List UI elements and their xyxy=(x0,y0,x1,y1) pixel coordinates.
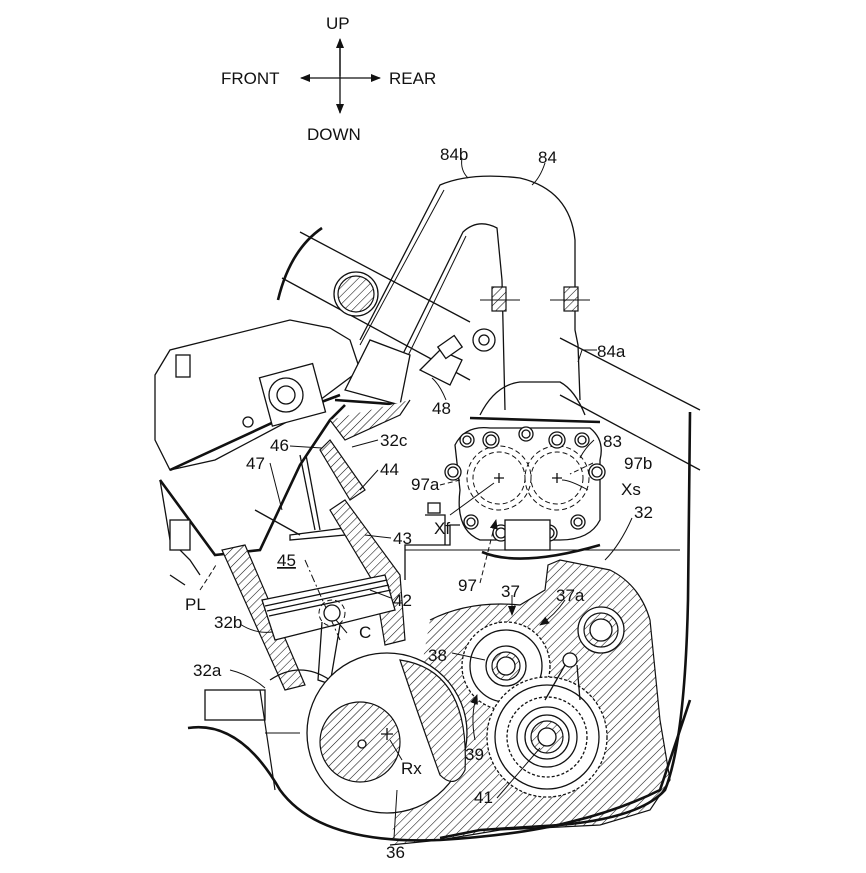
label-44: 44 xyxy=(380,460,399,479)
label-42: 42 xyxy=(393,591,412,610)
orientation-compass: UP FRONT REAR DOWN xyxy=(221,14,436,144)
label-37: 37 xyxy=(501,582,520,601)
exhaust-pipe-84 xyxy=(359,175,601,424)
exhaust-flange-83 xyxy=(425,426,606,560)
label-front: FRONT xyxy=(221,69,280,88)
bottom-cover-line xyxy=(187,699,692,842)
cylinder-head xyxy=(154,319,361,586)
flange-left xyxy=(491,286,507,312)
valves xyxy=(254,454,346,541)
label-48: 48 xyxy=(432,399,451,418)
label-xf: Xf xyxy=(434,519,450,538)
label-84: 84 xyxy=(538,148,557,167)
label-xs: Xs xyxy=(621,480,641,499)
leader-lines xyxy=(199,157,633,839)
label-rx: Rx xyxy=(401,759,422,778)
label-45: 45 xyxy=(277,551,296,570)
label-46: 46 xyxy=(270,436,289,455)
flange-right xyxy=(563,286,579,312)
label-32: 32 xyxy=(634,503,653,522)
label-36: 36 xyxy=(386,843,405,862)
label-down: DOWN xyxy=(307,125,361,144)
reference-labels: 84b 84 84a 48 83 32c 46 47 44 97a 97b Xs… xyxy=(185,145,653,862)
label-c: C xyxy=(359,623,371,642)
label-39: 39 xyxy=(465,745,484,764)
crankshaft-36 xyxy=(265,652,468,814)
label-47: 47 xyxy=(246,454,265,473)
label-37a: 37a xyxy=(556,586,585,605)
label-up: UP xyxy=(326,14,350,33)
label-32b: 32b xyxy=(214,613,242,632)
label-41: 41 xyxy=(474,788,493,807)
gear-39 xyxy=(486,676,608,798)
idler-37a xyxy=(544,606,625,701)
frame-tube xyxy=(276,226,701,471)
label-84b: 84b xyxy=(440,145,468,164)
label-pl: PL xyxy=(185,595,206,614)
label-rear: REAR xyxy=(389,69,436,88)
label-38: 38 xyxy=(428,646,447,665)
label-97: 97 xyxy=(458,576,477,595)
label-32c: 32c xyxy=(380,431,408,450)
label-83: 83 xyxy=(603,432,622,451)
label-84a: 84a xyxy=(597,342,626,361)
label-97b: 97b xyxy=(624,454,652,473)
label-43: 43 xyxy=(393,529,412,548)
port-32c xyxy=(329,339,411,441)
label-32a: 32a xyxy=(193,661,222,680)
sensor-48 xyxy=(418,328,496,386)
label-97a: 97a xyxy=(411,475,440,494)
cylinder-42 xyxy=(221,439,406,691)
